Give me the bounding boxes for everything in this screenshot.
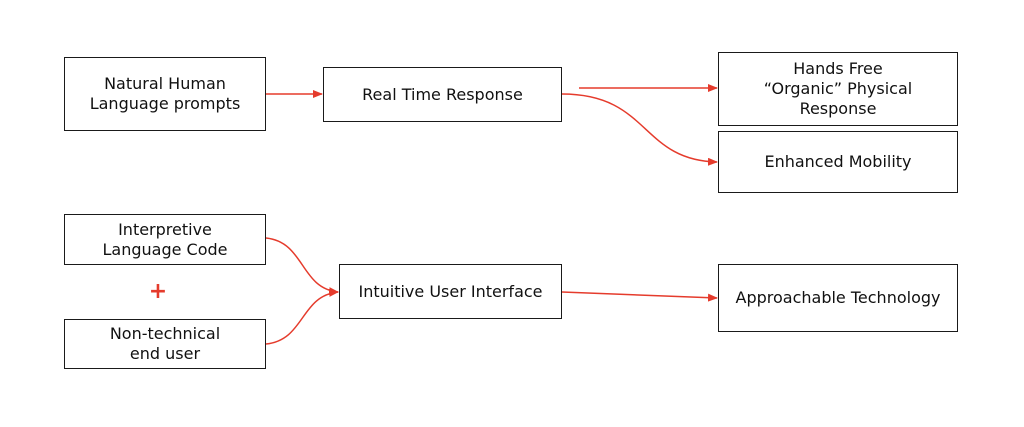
arrow-realtime-to-mobility [561, 93, 718, 166]
plus-symbol: + [148, 279, 168, 304]
box-intuitive-user-interface: Intuitive User Interface [339, 264, 562, 319]
arrow-interpretive-to-ui [265, 237, 339, 296]
box-real-time-response: Real Time Response [323, 67, 562, 122]
box-natural-language-prompts: Natural Human Language prompts [64, 57, 266, 131]
arrow-nontechnical-to-ui [265, 288, 339, 345]
box-non-technical-end-user: Non-technical end user [64, 319, 266, 369]
box-approachable-technology: Approachable Technology [718, 264, 958, 332]
box-hands-free-response: Hands Free “Organic” Physical Response [718, 52, 958, 126]
arrow-ui-to-approachable [561, 291, 718, 302]
box-enhanced-mobility: Enhanced Mobility [718, 131, 958, 193]
box-interpretive-language-code: Interpretive Language Code [64, 214, 266, 265]
